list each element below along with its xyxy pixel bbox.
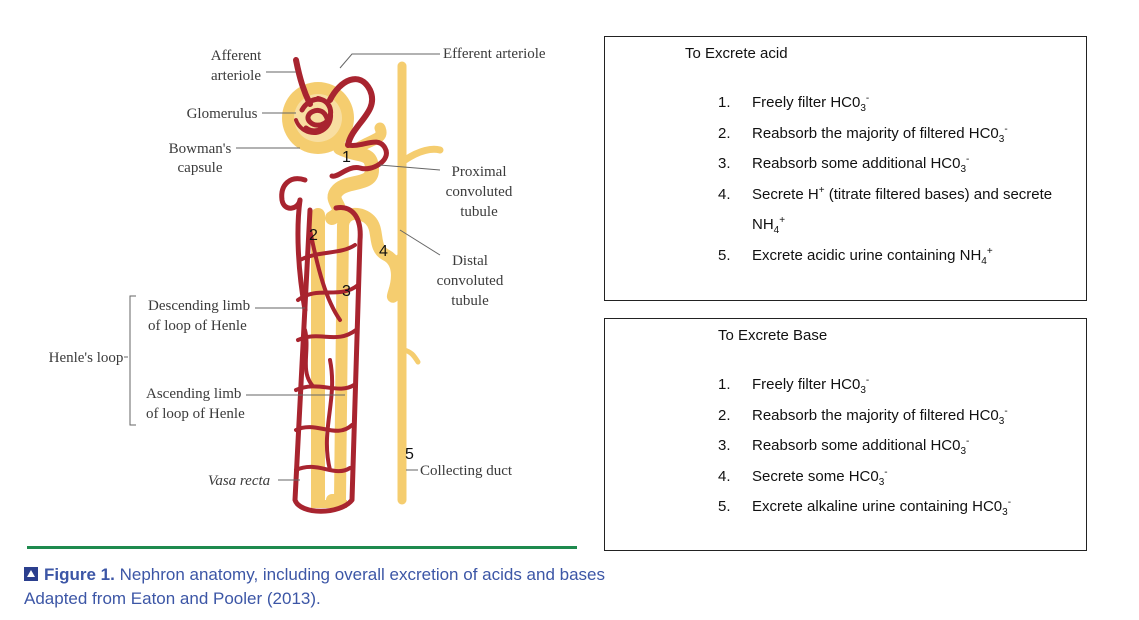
label-distal-3: tubule — [451, 293, 489, 309]
label-descending-2: of loop of Henle — [148, 318, 247, 334]
label-collecting-duct: Collecting duct — [420, 463, 513, 479]
step-number: 2. — [718, 406, 731, 424]
excrete-acid-panel: To Excrete acid 1. Freely filter HC03- 2. R… — [604, 36, 1087, 301]
step-number: 1. — [718, 94, 731, 111]
step-text: Reabsorb some additional HC03- — [752, 436, 970, 457]
acid-panel-title: To Excrete acid — [685, 45, 788, 62]
marker-3: 3 — [342, 283, 351, 300]
label-proximal-3: tubule — [460, 204, 498, 220]
vessels — [279, 57, 389, 514]
excrete-base-panel: To Excrete Base 1. Freely filter HC03- 2. R… — [604, 318, 1087, 551]
label-vasa-recta: Vasa recta — [208, 473, 270, 489]
label-distal-1: Distal — [452, 253, 488, 269]
caption-text: Nephron anatomy, including overall excre… — [114, 565, 605, 584]
step-text: Excrete acidic urine containing NH4+ — [752, 245, 993, 267]
label-ascending-2: of loop of Henle — [146, 406, 245, 422]
figure-caption: Figure 1. Nephron anatomy, including ove… — [24, 563, 644, 611]
label-descending-1: Descending limb — [148, 298, 250, 314]
leader-lines — [124, 53, 441, 481]
step-number: 4. — [718, 467, 731, 485]
step-number: 5. — [718, 246, 731, 264]
step-text: Secrete some HC03- — [752, 466, 888, 488]
step-text: NH4+ — [752, 215, 786, 236]
step-number: 3. — [718, 437, 731, 454]
step-number: 1. — [718, 376, 731, 393]
label-afferent-1: Afferent — [211, 48, 262, 64]
step-number: 4. — [718, 185, 731, 203]
marker-5: 5 — [405, 446, 414, 463]
figure-marker-icon — [24, 567, 38, 581]
step-number: 5. — [718, 498, 731, 515]
label-afferent-2: arteriole — [211, 68, 261, 84]
label-bowmans-2: capsule — [178, 160, 223, 176]
step-text: Reabsorb some additional HC03- — [752, 154, 970, 175]
step-text: Secrete H+ (titrate filtered bases) and … — [752, 184, 1053, 203]
loop-of-henle-bend — [311, 500, 347, 508]
figure-label: Figure 1. — [44, 565, 115, 584]
label-proximal-2: convoluted — [446, 184, 513, 200]
step-text: Reabsorb the majority of filtered HC03- — [752, 123, 1008, 145]
nephron-diagram: Afferent arteriole Efferent arteriole Gl… — [49, 46, 546, 514]
step-text: Freely filter HC03- — [752, 93, 870, 114]
step-text: Freely filter HC03- — [752, 375, 870, 396]
label-distal-2: convoluted — [437, 273, 504, 289]
marker-1: 1 — [342, 149, 351, 166]
base-panel-title: To Excrete Base — [718, 327, 828, 344]
label-bowmans-1: Bowman's — [169, 141, 232, 157]
step-number: 2. — [718, 124, 731, 142]
marker-2: 2 — [309, 227, 318, 244]
caption-rule — [27, 546, 577, 549]
marker-4: 4 — [379, 243, 388, 260]
label-efferent: Efferent arteriole — [443, 46, 546, 62]
step-text: Reabsorb the majority of filtered HC03- — [752, 405, 1008, 427]
label-proximal-1: Proximal — [452, 164, 507, 180]
label-glomerulus: Glomerulus — [187, 106, 258, 122]
caption-source: Adapted from Eaton and Pooler (2013). — [24, 589, 321, 608]
step-text: Excrete alkaline urine containing HC03- — [752, 497, 1012, 518]
label-henle: Henle's loop — [49, 350, 124, 366]
label-ascending-1: Ascending limb — [146, 386, 241, 402]
step-number: 3. — [718, 155, 731, 172]
